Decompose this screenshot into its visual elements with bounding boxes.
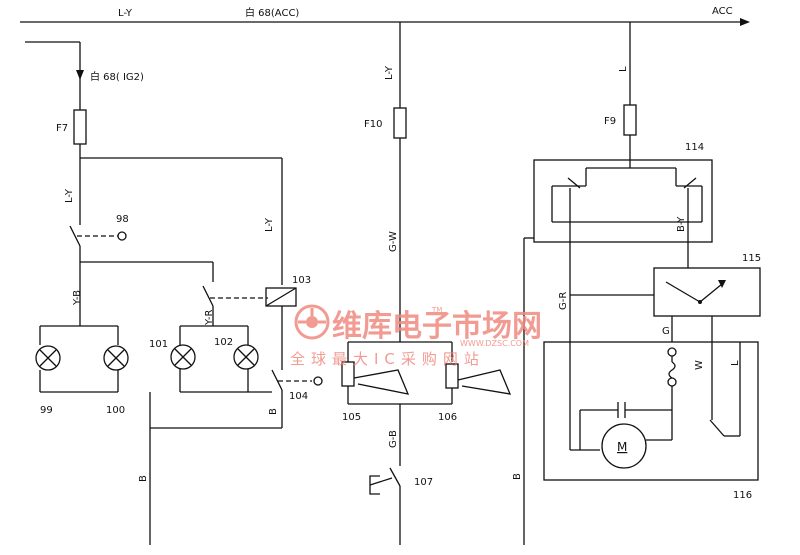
label-104: 104	[289, 391, 308, 402]
lamp-101	[170, 344, 196, 370]
switch-98: 98 Y-B	[69, 214, 213, 326]
motor-symbol	[601, 423, 647, 469]
fuse-f7-label: F7	[56, 123, 68, 134]
yr-label: Y-R	[204, 309, 215, 326]
label-115: 115	[742, 253, 761, 264]
lamp-100	[103, 345, 129, 371]
wiper-feed: L F9	[604, 22, 637, 168]
bus-label-acc: 白 68(ACC)	[245, 6, 299, 19]
switch-107: 107	[369, 467, 433, 545]
horn-106	[445, 363, 512, 395]
g-label: G	[662, 326, 670, 337]
b-left-label: B	[138, 475, 149, 482]
lamp-99	[35, 345, 61, 371]
fuse-f9	[623, 104, 637, 136]
by-label: B-Y	[676, 216, 687, 232]
relay-coil	[265, 287, 297, 307]
label-98: 98	[116, 214, 129, 225]
fuse-f10-label: F10	[364, 119, 382, 130]
label-102: 102	[214, 337, 233, 348]
watermark-tm: TM	[431, 306, 442, 314]
label-99: 99	[40, 405, 53, 416]
ig2-feed: 白 68( IG2) F7 L-Y	[25, 41, 282, 225]
gr-label: G-R	[558, 292, 569, 310]
wiper-wires: G-R B	[512, 237, 689, 545]
acc-bus: L-Y 白 68(ACC) ACC	[20, 6, 750, 26]
watermark-logo-icon	[294, 304, 330, 340]
gb-label: G-B	[388, 430, 399, 448]
lamp-group-left: 99 100	[35, 325, 129, 416]
switch-104: 104 B	[268, 369, 323, 428]
ly-mid-label: L-Y	[264, 217, 275, 232]
motor-116: 116 W L M	[543, 341, 759, 501]
ground-left: B	[138, 392, 282, 545]
ly-left-label: L-Y	[64, 188, 75, 203]
w-label: W	[694, 360, 705, 370]
horn-circuit: L-Y F10 G-W 105 106 G-B	[341, 22, 512, 466]
l-motor-label: L	[730, 360, 741, 366]
label-105: 105	[342, 412, 361, 423]
label-114: 114	[685, 142, 704, 153]
lamp-group-right: 101 102	[149, 325, 272, 393]
fuse-f9-label: F9	[604, 116, 616, 127]
ly-top-mid-label: L-Y	[384, 65, 395, 80]
gw-label: G-W	[388, 231, 399, 252]
label-116: 116	[733, 490, 752, 501]
motor-m-label: M	[617, 440, 627, 454]
relay-103: L-Y 103	[264, 158, 311, 370]
switch-yr: Y-R	[202, 262, 268, 326]
b104-label: B	[268, 408, 279, 415]
lamp-102	[233, 344, 259, 370]
switch-114: 114 B-Y	[533, 142, 713, 243]
b-right-label: B	[512, 473, 523, 480]
watermark-brand: 维库电子市场网	[332, 309, 542, 344]
watermark-slogan: 全球最大IC采购网站	[290, 350, 485, 368]
fuse-f7	[73, 109, 87, 145]
bus-label-ly: L-Y	[118, 8, 133, 19]
bus-label-acc-right: ACC	[712, 6, 733, 17]
gauge-115: 115 G	[653, 253, 761, 342]
label-103: 103	[292, 275, 311, 286]
watermark: 维库电子市场网 TM WWW.DZSC.COM 全球最大IC采购网站	[290, 304, 542, 368]
ig2-label: 白 68( IG2)	[90, 70, 144, 83]
label-101: 101	[149, 339, 168, 350]
l-right-label: L	[618, 66, 629, 72]
label-106: 106	[438, 412, 457, 423]
label-100: 100	[106, 405, 125, 416]
label-107: 107	[414, 477, 433, 488]
yb-label: Y-B	[72, 290, 83, 306]
fuse-f10	[393, 107, 407, 139]
watermark-url: WWW.DZSC.COM	[460, 339, 529, 348]
